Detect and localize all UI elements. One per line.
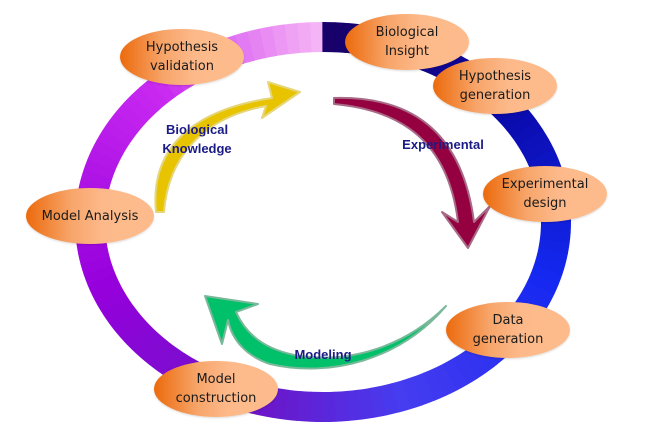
ring-segment [131,327,161,358]
experimental-arrow [333,96,491,249]
ring-segment [246,28,266,61]
ring-segment [148,341,177,373]
ring-segment [91,139,124,163]
ring-segment [530,264,563,285]
ring-segment [108,111,140,139]
ring-segment [461,346,489,379]
ring-segment [83,264,116,286]
ring-segment [102,120,134,147]
ring-segment [271,24,289,56]
ring-segment [423,368,447,401]
ring-segment [500,102,531,131]
biological-knowledge-label: Biological Knowledge [162,122,232,156]
ring-segment [139,334,169,365]
ring-segment [538,238,570,254]
ring-segment [297,391,313,422]
modeling-arrow [204,295,447,370]
ring-segment [402,376,424,410]
ring-segment [452,352,479,385]
ring-segment [506,111,537,139]
ring-segment [380,383,400,416]
biological-knowledge-arrow [154,81,301,213]
modeling-label: Modeling [294,347,352,362]
ring-segment [272,388,290,420]
ring-segment [391,380,412,413]
ring-segment [80,256,113,276]
ring-segment [123,94,153,124]
node-experimental-design: Experimental design [483,166,607,222]
ring-segment [539,230,571,244]
node-hypothesis-validation: Hypothesis validation [120,29,244,85]
ring-segment [526,272,559,295]
ring-segment [139,79,168,110]
node-biological-insight: Biological Insight [345,14,469,70]
ring-segment [87,149,120,172]
ring-segment [284,389,301,421]
node-model-analysis: Model Analysis [26,188,154,244]
ring-segment [412,372,435,406]
ring-segment [80,169,113,188]
ring-segment [433,363,458,396]
ring-segment [296,22,312,54]
ring-segment [109,305,140,333]
ring-segment [368,385,388,418]
ring-segment [131,86,160,117]
ring-segment [158,347,185,379]
ring-segment [115,103,146,132]
experimental-label: Experimental [402,137,484,152]
ring-segment [83,159,116,180]
ring-segment [148,72,176,104]
ring-segment [442,358,468,391]
node-data-generation: Data generation [446,302,570,358]
node-model-construction: Model construction [154,361,278,417]
ring-segment [334,390,350,422]
ring-segment [522,281,555,305]
ring-segment [512,120,544,147]
ring-segment [96,129,129,155]
ring-segment [78,247,110,265]
ring-segment [346,389,362,421]
ring-segment [357,388,375,420]
ring-segment [102,297,134,324]
ring-segment [115,313,146,342]
ring-segment [526,148,559,171]
ring-segment [536,247,568,265]
ring-segment [533,256,566,275]
ring-segment [87,273,120,296]
ring-segment [284,23,300,55]
ring-segment [517,129,549,155]
ring-segment [123,320,153,350]
ring-segment [522,138,555,163]
node-hypothesis-generation: Hypothesis generation [433,58,557,114]
ring-segment [91,281,124,306]
ring-segment [258,26,278,59]
ring-segment [97,289,129,315]
